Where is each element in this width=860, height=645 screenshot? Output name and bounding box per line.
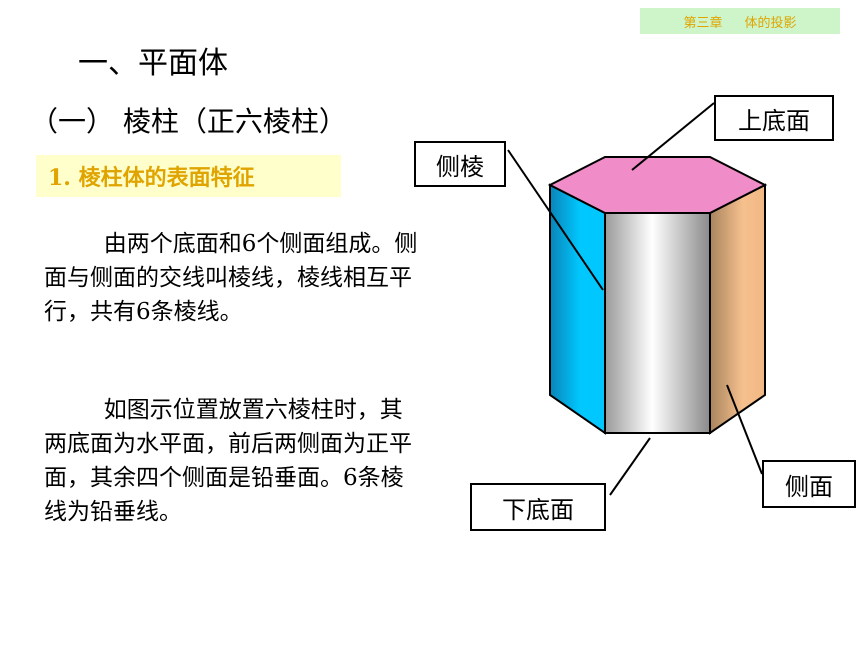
label-lateral-edge: 侧棱 xyxy=(414,141,506,187)
leader-bottom-face xyxy=(609,437,651,496)
left-side-face xyxy=(549,183,606,435)
right-side-face xyxy=(709,183,766,435)
label-side-face: 侧面 xyxy=(762,460,856,508)
page-title: 一、平面体 xyxy=(78,46,228,81)
chapter-tag: 第三章 体的投影 xyxy=(640,8,840,34)
leader-top-face xyxy=(631,102,715,171)
top-face xyxy=(547,156,768,214)
front-side-face xyxy=(604,212,711,434)
leader-lateral-edge xyxy=(507,149,604,291)
label-top-face: 上底面 xyxy=(714,95,834,141)
paragraph-position: 如图示位置放置六棱柱时，其两底面为水平面，前后两侧面为正平面，其余四个侧面是铅垂… xyxy=(44,397,412,525)
paragraph-surface-features: 由两个底面和6个侧面组成。侧面与侧面的交线叫棱线，棱线相互平行，共有6条棱线。 xyxy=(44,231,418,325)
leader-side-face xyxy=(726,384,763,475)
section-title: 1. 棱柱体的表面特征 xyxy=(36,155,341,197)
subsection-title: （一） 棱柱（正六棱柱） xyxy=(30,105,347,138)
chapter-title: 体的投影 xyxy=(744,15,797,31)
chapter-number: 第三章 xyxy=(683,15,723,31)
label-bottom-face: 下底面 xyxy=(470,483,606,531)
